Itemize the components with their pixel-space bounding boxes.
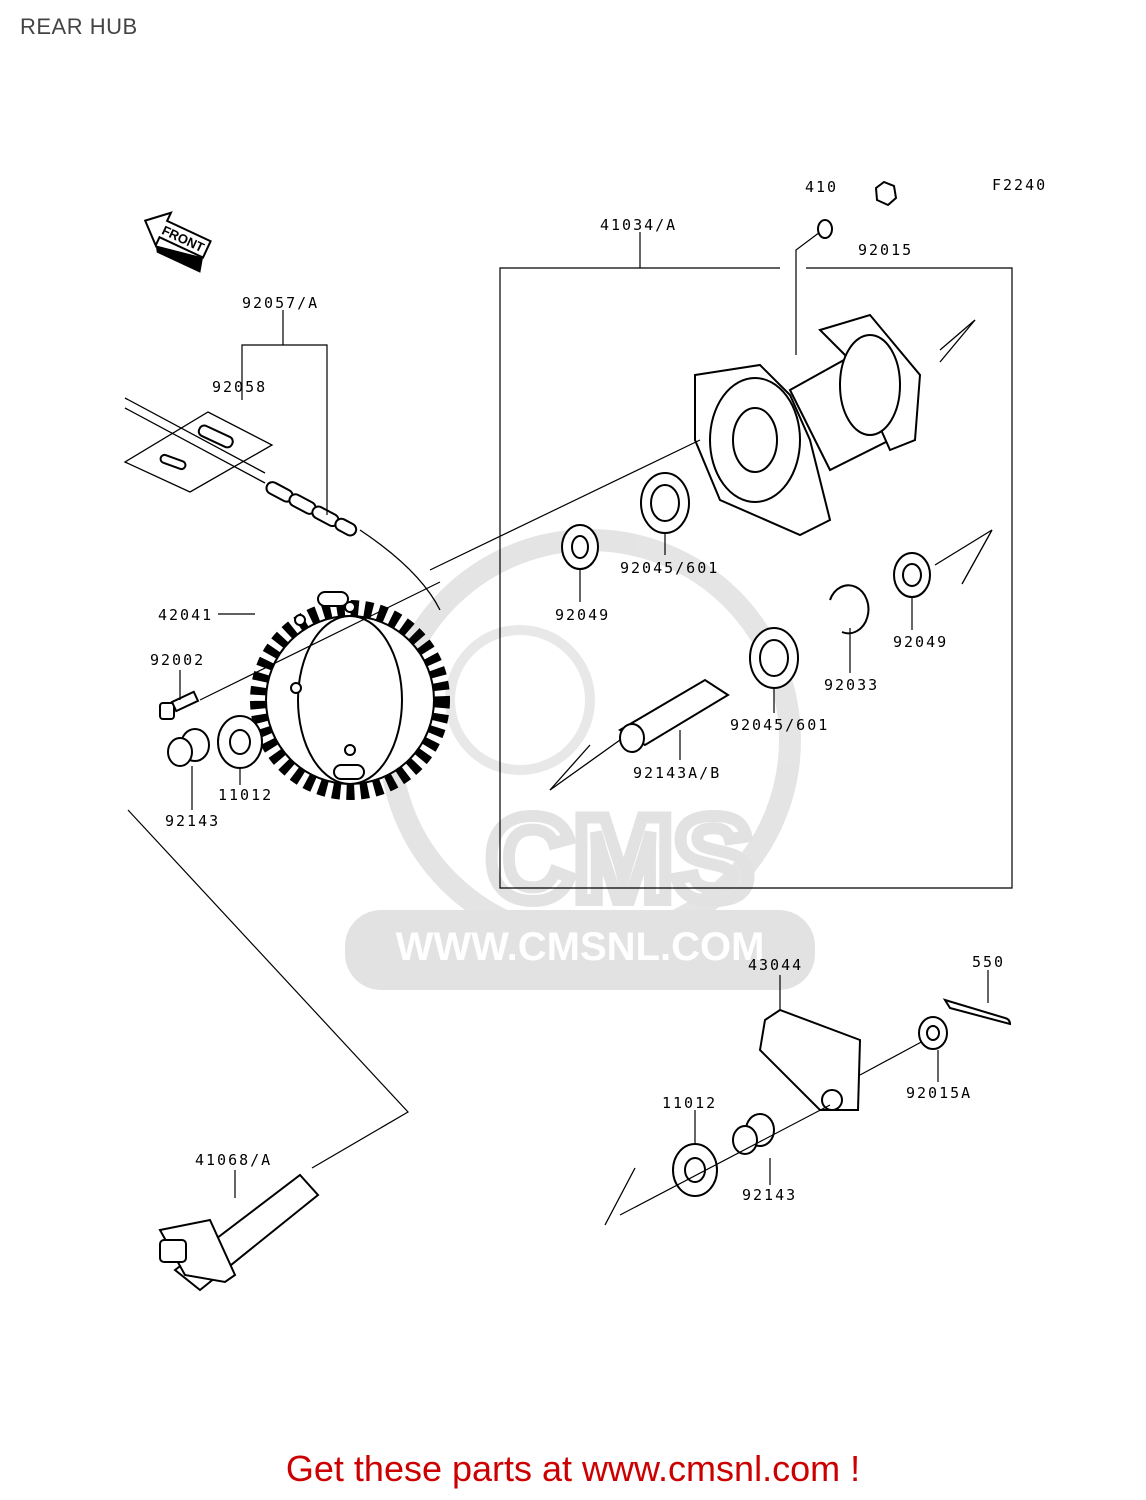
bearing-92045-top [640,472,690,534]
circlip-92033 [829,584,870,635]
spacer-92049-left [561,524,599,570]
part-label-11012-right: 11012 [662,1094,717,1112]
part-label-41068A: 41068/A [195,1151,272,1169]
part-label-92045-601-top: 92045/601 [620,559,719,577]
part-label-92058: 92058 [212,378,267,396]
part-label-92002: 92002 [150,651,205,669]
part-label-410: 410 [805,178,838,196]
bolt-92002 [159,690,200,720]
part-label-92049-right: 92049 [893,633,948,651]
seal-92049-right [893,529,993,598]
figure-code: F2240 [992,176,1047,194]
bearing-92045-bottom [749,627,799,689]
rear-axle-part [158,1173,320,1292]
part-label-92015: 92015 [858,241,913,259]
part-label-92045-601-bottom: 92045/601 [730,716,829,734]
cotter-pin-550 [942,998,1012,1026]
collar-92143-right [732,1113,775,1155]
collar-92143AB [549,678,730,791]
part-label-92015A: 92015A [906,1084,972,1102]
hub-assembly-box [499,231,1013,889]
nut-92015A [918,1016,948,1050]
part-label-43044: 43044 [748,956,803,974]
front-arrow-icon: FRONT [143,211,212,273]
part-label-11012-left: 11012 [218,786,273,804]
leader-lines [179,310,989,1198]
watermark-url: WWW.CMSNL.COM [396,925,765,969]
part-label-42041: 42041 [158,606,213,624]
part-label-92143AB: 92143A/B [633,764,721,782]
brake-bracket-part [758,1008,926,1111]
nut-92015-top [874,180,898,207]
watermark-brand: CMS [487,792,754,926]
drive-chain-part [123,397,441,611]
part-label-92033: 92033 [824,676,879,694]
part-label-92049-left: 92049 [555,606,610,624]
collar-11012-left [217,715,263,769]
part-label-92143-right: 92143 [742,1186,797,1204]
part-label-92143-left: 92143 [165,812,220,830]
collar-11012-right [672,1143,718,1197]
collar-92143-left [167,728,210,767]
page-title: REAR HUB [20,14,138,39]
part-label-92057A: 92057/A [242,294,319,312]
washer-410 [817,219,833,239]
rear-sprocket-part [250,591,450,800]
footer-cta-link[interactable]: Get these parts at www.cmsnl.com ! [285,1448,861,1489]
part-label-41034A: 41034/A [600,216,677,234]
rear-hub-part [694,313,976,537]
part-label-550: 550 [972,953,1005,971]
